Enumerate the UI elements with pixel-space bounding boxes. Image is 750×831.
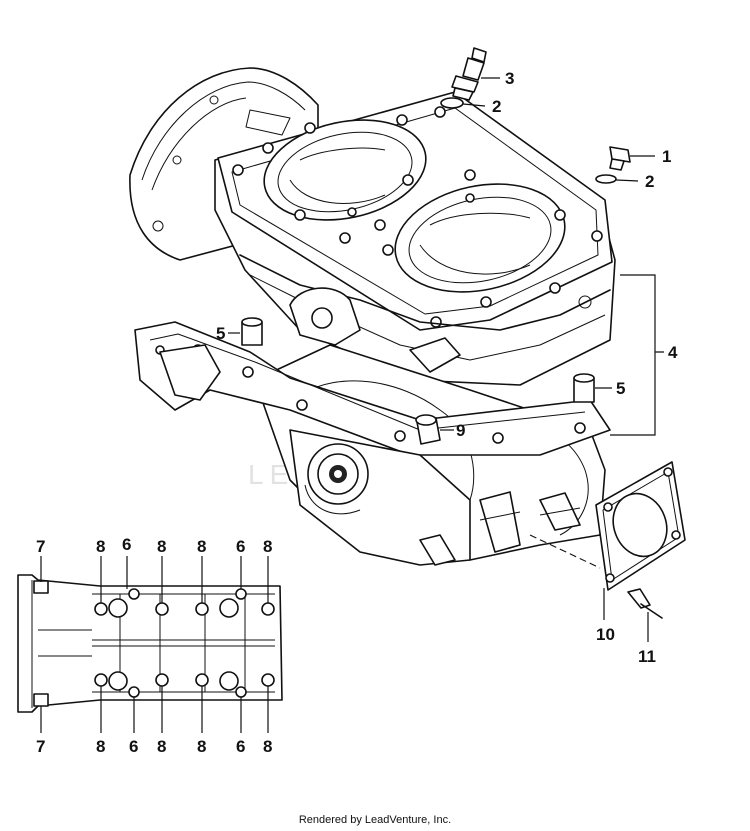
inset-callout-6-bottom-1: 6 bbox=[129, 737, 138, 756]
part-2-washer-right bbox=[595, 174, 617, 184]
callout-5-left: 5 bbox=[216, 324, 225, 343]
callout-5-right: 5 bbox=[616, 379, 625, 398]
callout-3: 3 bbox=[505, 69, 514, 88]
crankcase-assembly bbox=[129, 67, 616, 566]
part-10-cover-plate bbox=[595, 461, 686, 591]
assembly-line bbox=[529, 534, 601, 569]
part-2-washer-upper bbox=[440, 97, 464, 109]
callouts-main: 3 2 1 2 4 5 5 9 10 11 bbox=[216, 69, 678, 666]
inset-callout-8-bottom-3: 8 bbox=[197, 737, 206, 756]
inset-callout-8-top-2: 8 bbox=[157, 537, 166, 556]
part-1-plug bbox=[609, 146, 631, 171]
callout-10: 10 bbox=[596, 625, 615, 644]
inset-callout-7-top: 7 bbox=[36, 537, 45, 556]
part-11-screw bbox=[627, 588, 663, 619]
callout-11: 11 bbox=[638, 647, 656, 666]
part-5-dowel-left bbox=[241, 317, 263, 346]
inset-callout-8-top-1: 8 bbox=[96, 537, 105, 556]
inset-callout-6-top-2: 6 bbox=[236, 537, 245, 556]
inset-callout-8-bottom-1: 8 bbox=[96, 737, 105, 756]
footer-credit: Rendered by LeadVenture, Inc. bbox=[298, 814, 452, 826]
callout-9: 9 bbox=[456, 421, 465, 440]
callout-2-right: 2 bbox=[645, 172, 654, 191]
inset-callout-7-bottom: 7 bbox=[36, 737, 45, 756]
inset-callout-8-top-4: 8 bbox=[263, 537, 272, 556]
callout-1: 1 bbox=[662, 147, 671, 166]
part-3-fitting bbox=[451, 47, 487, 101]
inset-callout-6-bottom-2: 6 bbox=[236, 737, 245, 756]
inset-bolt-pattern: 7 8 6 8 8 6 8 7 8 6 8 8 6 8 bbox=[17, 535, 283, 756]
inset-callout-6-top-1: 6 bbox=[122, 535, 131, 554]
callout-2-upper: 2 bbox=[492, 97, 501, 116]
callout-4: 4 bbox=[668, 343, 678, 362]
inset-callout-8-bottom-2: 8 bbox=[157, 737, 166, 756]
part-5-dowel-right bbox=[573, 373, 595, 403]
inset-callout-8-top-3: 8 bbox=[197, 537, 206, 556]
part-9-bushing bbox=[415, 414, 441, 445]
inset-callout-8-bottom-4: 8 bbox=[263, 737, 272, 756]
